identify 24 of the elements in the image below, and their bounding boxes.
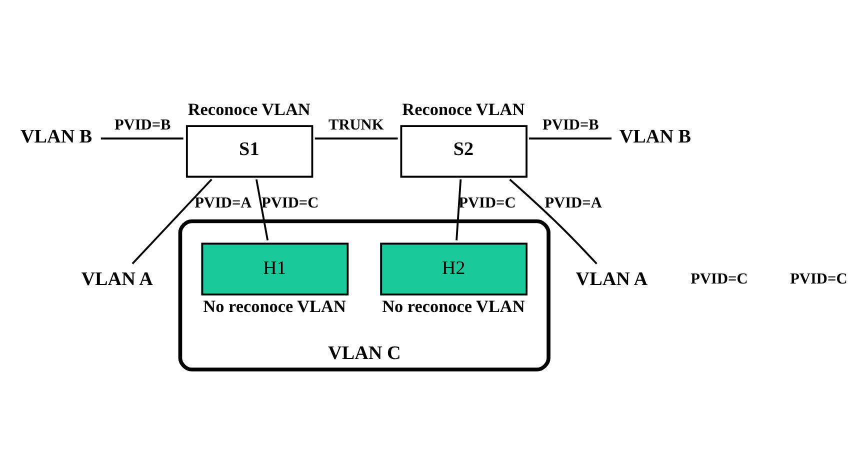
node-label: No reconoce VLAN [203, 297, 346, 316]
edge-label: PVID=B [114, 116, 171, 134]
node-text: VLAN A [576, 268, 648, 290]
connector [132, 178, 212, 264]
edge-label: TRUNK [328, 116, 384, 134]
node-text: VLAN B [20, 126, 92, 148]
connector [255, 179, 269, 240]
node-text: VLAN A [81, 268, 153, 290]
edge-label: PVID=C [458, 194, 516, 212]
connector [314, 138, 398, 140]
node-label: Reconoce VLAN [188, 100, 310, 119]
edge-label: PVID=A [194, 194, 252, 212]
node-label: Reconoce VLAN [402, 100, 525, 119]
edge-label: PVID=C [262, 194, 319, 212]
node-label: No reconoce VLAN [382, 297, 525, 316]
connector [100, 138, 184, 140]
node-text: VLAN B [619, 126, 692, 148]
connector [456, 179, 462, 240]
connector [529, 138, 612, 140]
edge-label: PVID=A [544, 194, 602, 212]
label: PVID=C [790, 270, 848, 288]
edge-label: PVID=B [542, 116, 599, 134]
connector [509, 178, 598, 264]
label: PVID=C [690, 270, 748, 288]
